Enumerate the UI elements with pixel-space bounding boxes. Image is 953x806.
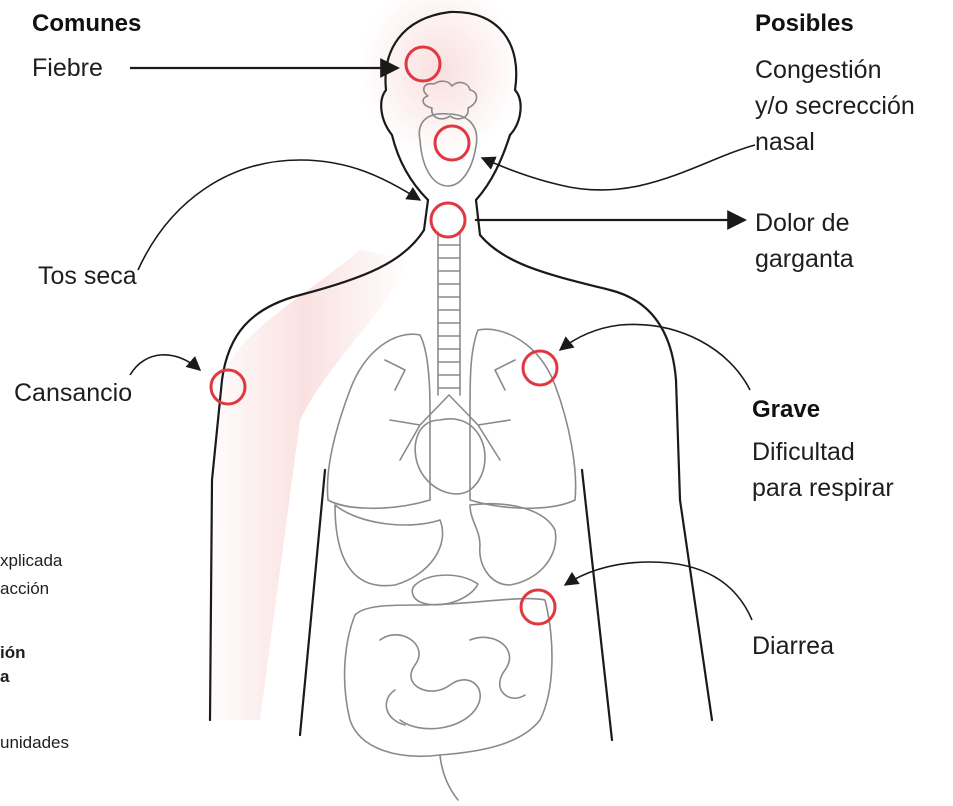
heart <box>415 419 485 494</box>
label-sore-throat: Dolor de garganta <box>755 205 854 277</box>
header-possible: Posibles <box>755 10 854 38</box>
label-tiredness: Cansancio <box>14 375 132 411</box>
label-fever: Fiebre <box>32 50 103 86</box>
label-breathing: Dificultad para respirar <box>752 434 894 506</box>
sore-throat-line-2: garganta <box>755 241 854 277</box>
cut-text-2: acción <box>0 576 49 601</box>
cut-text-3: ión <box>0 640 26 665</box>
breathing-arrow <box>560 324 750 390</box>
trachea <box>438 232 460 395</box>
congestion-line-3: nasal <box>755 124 915 160</box>
breathing-marker <box>523 351 557 385</box>
cough-arrow <box>138 160 420 270</box>
left-arm-inner <box>300 470 325 735</box>
label-dry-cough: Tos seca <box>38 258 137 294</box>
organs <box>327 81 575 800</box>
large-intestine <box>345 599 552 757</box>
header-common: Comunes <box>32 10 141 38</box>
diarrhea-marker <box>521 590 555 624</box>
congestion-arrow <box>482 145 755 190</box>
cut-text-5: unidades <box>0 730 69 755</box>
congestion-line-2: y/o secrección <box>755 88 915 124</box>
sore-throat-line-1: Dolor de <box>755 205 854 241</box>
breathing-line-1: Dificultad <box>752 434 894 470</box>
diarrhea-arrow <box>565 562 752 620</box>
left-lung <box>327 334 430 508</box>
header-severe: Grave <box>752 396 820 424</box>
breathing-line-2: para respirar <box>752 470 894 506</box>
liver <box>335 505 443 586</box>
tiredness-arrow <box>130 355 200 375</box>
rectum <box>440 755 458 800</box>
throat-marker <box>431 203 465 237</box>
stomach <box>470 504 556 585</box>
cut-text-4: a <box>0 664 9 689</box>
neck-shoulder-right-outline <box>476 200 712 720</box>
label-congestion: Congestión y/o secrección nasal <box>755 52 915 160</box>
right-lung <box>470 329 576 508</box>
pancreas <box>412 575 478 605</box>
small-intestine <box>380 635 525 729</box>
right-arm-inner <box>582 470 612 740</box>
label-diarrhea: Diarrea <box>752 628 834 664</box>
cut-text-1: xplicada <box>0 548 62 573</box>
congestion-line-1: Congestión <box>755 52 915 88</box>
